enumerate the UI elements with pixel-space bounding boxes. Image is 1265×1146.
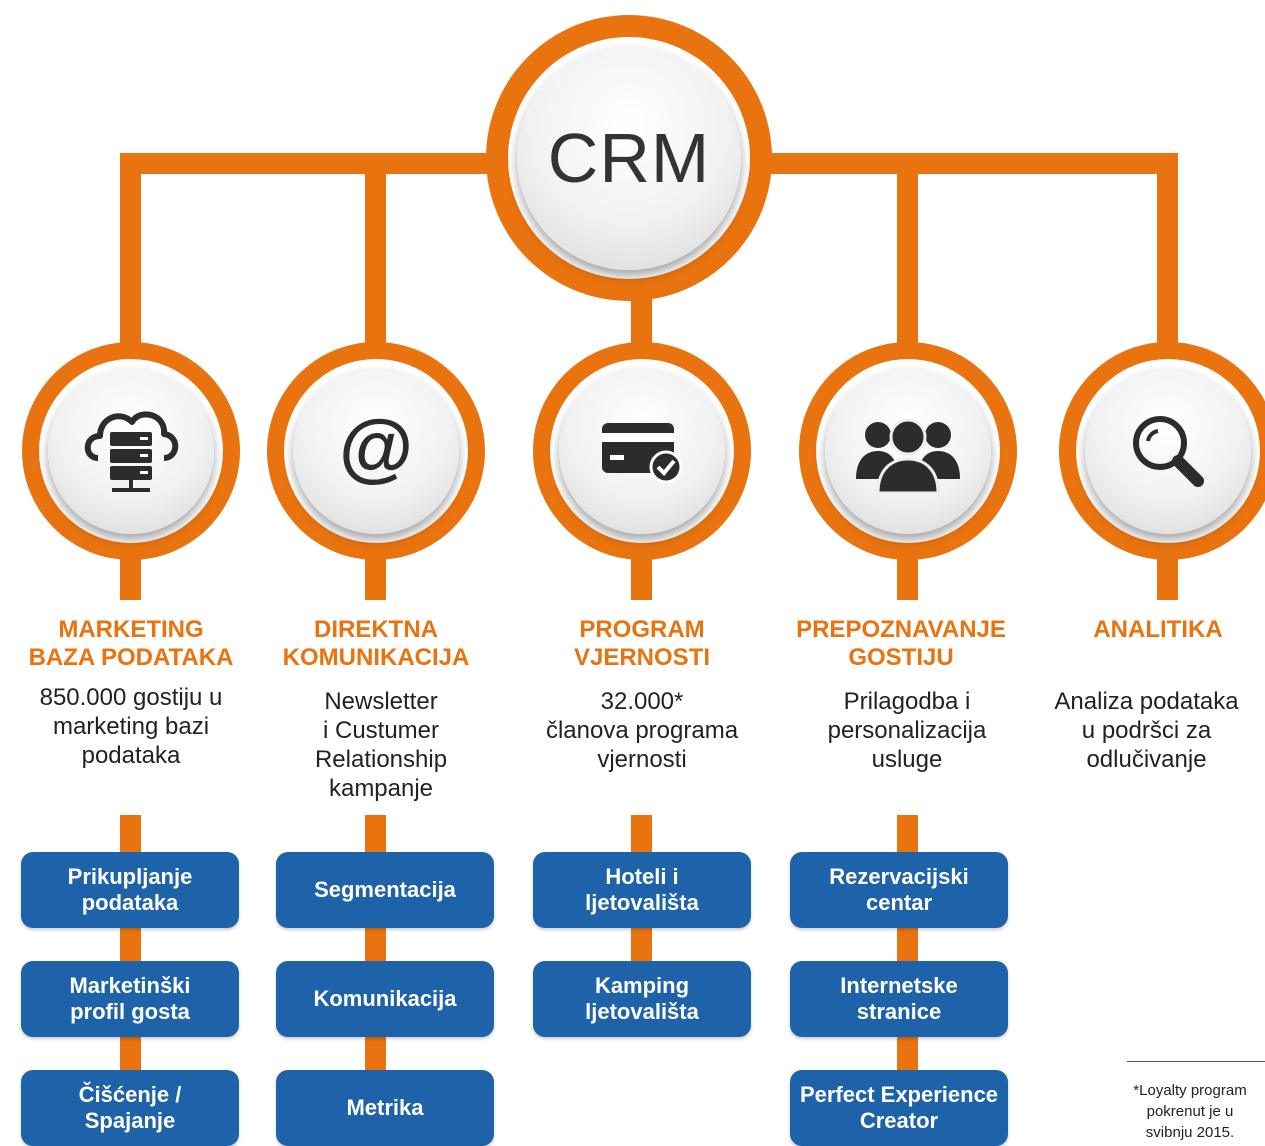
branch-4-desc: Prilagodba i personalizacija usluge bbox=[827, 688, 987, 773]
branch-1-desc: 850.000 gostiju u marketing bazi podatak… bbox=[39, 684, 223, 769]
branch-5-title: ANALITIKA bbox=[1093, 616, 1223, 643]
users-group-icon bbox=[856, 418, 960, 495]
branch-5-node bbox=[1059, 342, 1265, 560]
branch-1-title: MARKETING BAZA PODATAKA bbox=[28, 616, 234, 671]
footnote: *Loyalty program pokrenut je u svibnju 2… bbox=[1133, 1082, 1247, 1141]
stub-1 bbox=[120, 555, 141, 600]
drop-line-2 bbox=[365, 153, 386, 353]
branch-4-title: PREPOZNAVANJE GOSTIJU bbox=[796, 616, 1006, 671]
branch-2-node: @ bbox=[267, 342, 485, 560]
crm-label: CRM bbox=[547, 119, 711, 197]
branch-3-desc: 32.000* članova programa vjernosti bbox=[545, 688, 739, 773]
box-segmentacija[interactable]: Segmentacija bbox=[276, 852, 494, 928]
at-sign-icon: @ bbox=[339, 405, 413, 490]
top-connector-right bbox=[770, 153, 1168, 174]
drop-line-3 bbox=[631, 290, 652, 353]
box-metrika[interactable]: Metrika bbox=[276, 1070, 494, 1146]
top-connector-left bbox=[120, 153, 490, 174]
branch-3-title: PROGRAM VJERNOSTI bbox=[573, 616, 711, 671]
stub-3 bbox=[631, 555, 652, 600]
svg-text:@: @ bbox=[339, 405, 413, 490]
stub-2 bbox=[365, 555, 386, 600]
credit-card-check-icon bbox=[602, 423, 683, 484]
stub-4 bbox=[897, 555, 918, 600]
footnote-divider bbox=[1127, 1061, 1265, 1062]
branch-4-node bbox=[799, 342, 1017, 560]
crm-node: CRM bbox=[486, 15, 772, 301]
cloud-server-icon bbox=[84, 411, 179, 492]
branch-5-desc: Analiza podataka u podršci za odlučivanj… bbox=[1054, 688, 1239, 773]
drop-line-5 bbox=[1157, 153, 1178, 353]
drop-line-1 bbox=[120, 153, 141, 353]
box-ciscenje-spajanje[interactable]: Čišćenje /Spajanje bbox=[21, 1070, 239, 1146]
branch-1-node bbox=[22, 342, 240, 560]
branch-3-node bbox=[533, 342, 751, 560]
drop-line-4 bbox=[897, 153, 918, 353]
branch-2-title: DIREKTNA KOMUNIKACIJA bbox=[282, 616, 470, 671]
stub-5 bbox=[1157, 555, 1178, 600]
branch-2-desc: Newsletter i Custumer Relationship kampa… bbox=[314, 688, 448, 802]
box-komunikacija[interactable]: Komunikacija bbox=[276, 961, 494, 1037]
magnifier-icon bbox=[1133, 416, 1204, 487]
